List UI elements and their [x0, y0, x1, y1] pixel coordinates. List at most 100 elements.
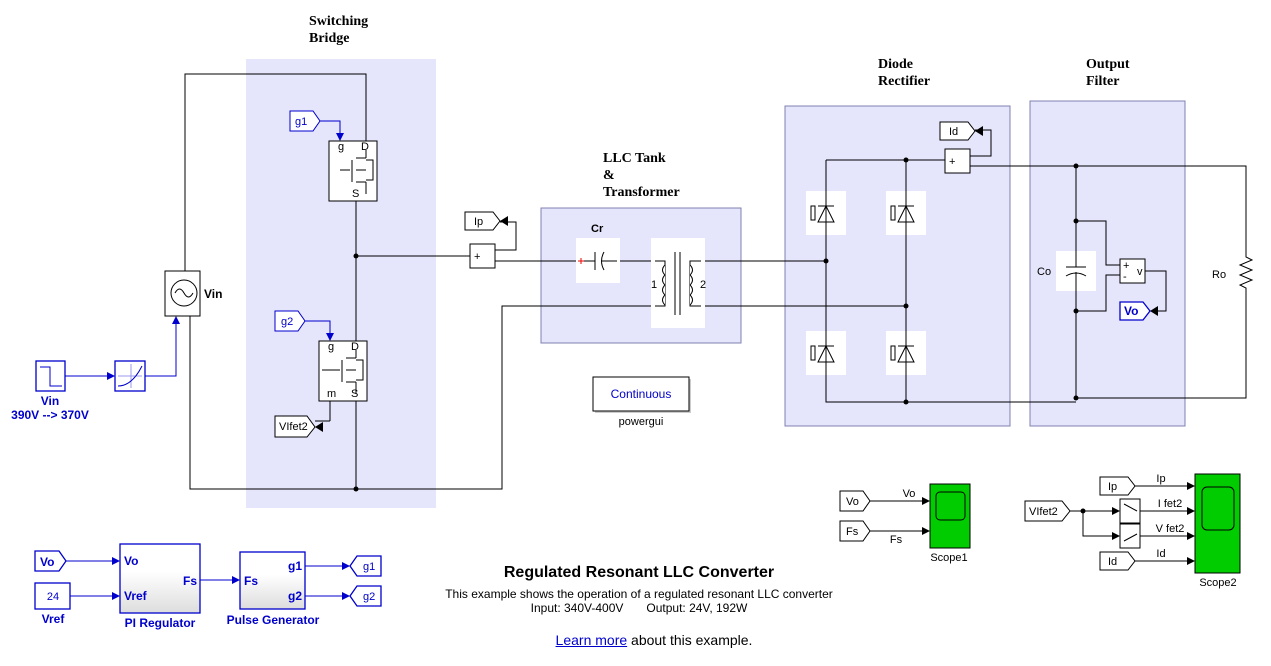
llc-tank-region [540, 207, 742, 344]
transformer[interactable]: 1 2 [651, 238, 706, 328]
svg-text:Id: Id [1108, 556, 1117, 568]
title-llc-2: & [603, 168, 615, 183]
port-s: S [351, 388, 358, 400]
signal-label-ip: Ip [1156, 473, 1165, 485]
from-fs[interactable]: Fs [839, 520, 871, 542]
specs-input: Input: 340V-400V [530, 601, 624, 615]
model-title: Regulated Resonant LLC Converter [503, 564, 775, 581]
svg-text:+: + [949, 156, 955, 168]
svg-text:VIfet2: VIfet2 [1029, 506, 1058, 518]
svg-text:VIfet2: VIfet2 [279, 421, 308, 433]
learn-more-link[interactable]: Learn more [555, 632, 628, 648]
scope1[interactable]: Scope1 [929, 483, 971, 564]
selector-vfet2[interactable] [1119, 523, 1141, 549]
title-diode-1: Diode [878, 57, 913, 72]
output-filter-region [1029, 100, 1186, 427]
powergui-block[interactable]: Continuous powergui [592, 376, 691, 428]
current-measurement-id[interactable]: + [944, 148, 971, 174]
svg-text:g2: g2 [363, 591, 375, 603]
diode-3[interactable] [806, 331, 846, 375]
svg-text:g2: g2 [281, 316, 293, 328]
learn-more-text: about this example. [627, 632, 753, 648]
tag-id[interactable]: Id [939, 121, 983, 141]
pi-regulator-block[interactable]: Vo Vref Fs PI Regulator [119, 543, 201, 630]
vin-ac-source[interactable]: Vin [164, 270, 222, 317]
diode-1[interactable] [806, 191, 846, 235]
tag-g2[interactable]: g2 [274, 310, 306, 332]
svg-text:PI Regulator: PI Regulator [125, 616, 196, 630]
co-label: Co [1037, 266, 1051, 278]
from-ip[interactable]: Ip [1099, 476, 1136, 496]
svg-text:Vref: Vref [42, 612, 66, 626]
voltage-measurement[interactable]: + - v [1119, 258, 1146, 284]
tag-g1[interactable]: g1 [289, 110, 321, 132]
goto-g1[interactable]: g1 [349, 555, 382, 577]
switching-bridge-region [246, 59, 436, 508]
from-id[interactable]: Id [1099, 551, 1136, 571]
title-llc-1: LLC Tank [603, 151, 666, 166]
model-specs: Input: 340V-400V Output: 24V, 192W [0, 601, 1271, 615]
capacitor-cr[interactable]: Cr [576, 223, 620, 283]
svg-text:24: 24 [47, 591, 59, 603]
diode-4[interactable] [886, 331, 926, 375]
svg-text:Vo: Vo [1124, 304, 1138, 318]
signal-label-id: Id [1156, 548, 1165, 560]
selector-ifet2[interactable] [1119, 498, 1141, 524]
port-g: g [338, 141, 344, 153]
goto-g2[interactable]: g2 [349, 585, 382, 607]
signal-wires [65, 120, 350, 600]
scope2[interactable]: Scope2 [1194, 473, 1241, 589]
vref-constant[interactable]: 24 Vref [34, 582, 71, 626]
svg-text:g2: g2 [288, 589, 302, 603]
capacitor-co[interactable]: Co [1037, 251, 1096, 291]
port-1: 1 [651, 279, 657, 291]
svg-text:g1: g1 [295, 116, 307, 128]
port-m: m [327, 388, 336, 400]
port-2: 2 [700, 279, 706, 291]
svg-text:Fs: Fs [244, 574, 258, 588]
ro-label: Ro [1212, 269, 1226, 281]
model-description: This example shows the operation of a re… [445, 587, 833, 601]
mosfet-1[interactable]: g D S [328, 140, 378, 202]
svg-text:Vo: Vo [40, 555, 54, 569]
signal-label-vfet2: V fet2 [1156, 523, 1185, 535]
diode-2[interactable] [886, 191, 926, 235]
v-port: v [1137, 266, 1143, 278]
svg-text:Pulse Generator: Pulse Generator [227, 613, 320, 627]
svg-text:Fs: Fs [846, 526, 859, 538]
resistor-ro[interactable]: Ro [1212, 245, 1254, 300]
title-llc-3: Transformer [603, 185, 680, 200]
current-measurement-ip[interactable]: + [469, 243, 496, 269]
cr-label: Cr [591, 223, 604, 235]
step-block[interactable] [35, 360, 66, 392]
title-switching-bridge-2: Bridge [309, 31, 349, 46]
svg-text:Ip: Ip [474, 216, 483, 228]
svg-text:Vo: Vo [124, 554, 138, 568]
signal-label-vo: Vo [903, 488, 916, 500]
signal-label-fs: Fs [890, 534, 903, 546]
from-vo[interactable]: Vo [839, 490, 871, 512]
tag-vifet2[interactable]: VIfet2 [274, 415, 323, 438]
powergui-label: powergui [619, 416, 664, 428]
svg-text:g1: g1 [288, 559, 302, 573]
port-s: S [352, 188, 359, 200]
tag-vo[interactable]: Vo [1119, 301, 1158, 321]
signal-label-ifet2: I fet2 [1158, 498, 1182, 510]
diode-rectifier-region [784, 105, 1011, 427]
title-filter-2: Filter [1086, 74, 1119, 89]
junction-dots [353, 157, 1079, 492]
pulse-generator-block[interactable]: Fs g1 g2 Pulse Generator [227, 551, 320, 627]
specs-output: Output: 24V, 192W [646, 601, 748, 615]
mosfet-2[interactable]: g D m S [318, 340, 368, 402]
step-label-1: Vin [41, 394, 59, 408]
title-switching-bridge-1: Switching [309, 14, 368, 29]
port-d: D [361, 141, 369, 153]
tag-ip[interactable]: Ip [464, 211, 508, 231]
from-vo-control[interactable]: Vo [34, 550, 67, 572]
svg-text:+: + [474, 251, 480, 263]
from-vifet2[interactable]: VIfet2 [1024, 500, 1071, 522]
svg-text:+: + [1123, 260, 1129, 272]
svg-text:Vo: Vo [846, 496, 859, 508]
lookup-table-block[interactable] [114, 360, 146, 392]
